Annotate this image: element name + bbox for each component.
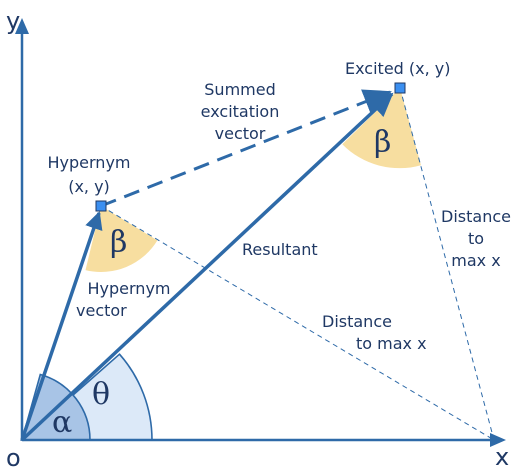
hypernym-point-marker	[95, 200, 107, 212]
origin-label: o	[6, 444, 21, 472]
summed-excitation-vector	[100, 89, 392, 208]
alpha-angle-label: α	[52, 405, 73, 440]
hypernym-distance-line1: Distance	[322, 312, 392, 331]
resultant-vector	[20, 92, 394, 442]
y-axis-label: y	[6, 7, 21, 35]
x-axis-arrowhead	[490, 433, 506, 447]
hypernym-point-label: Hypernym (x, y)	[41, 153, 137, 197]
summed-label-line3: vector	[214, 124, 266, 143]
hypernym-vector-label: Hypernym vector	[74, 278, 184, 322]
beta-wedge-excited	[342, 88, 421, 169]
beta-angle-label-hypernym: β	[110, 225, 128, 260]
hypernym-vector-label-line2: vector	[76, 301, 127, 320]
excited-distance-line1: Distance	[441, 207, 511, 226]
x-axis-label: x	[495, 443, 510, 471]
beta-wedge-hypernym	[85, 206, 158, 272]
hypernym-point-label-line1: Hypernym	[47, 153, 131, 172]
hypernym-distance-line2: to max x	[356, 334, 427, 353]
excited-distance-line2: to	[467, 229, 485, 248]
theta-angle-label: θ	[92, 377, 111, 412]
excited-point-marker	[394, 82, 406, 94]
excited-distance-line3: max x	[451, 251, 501, 270]
summed-label-line2: excitation	[200, 102, 280, 121]
hypernym-distance-label: Distance to max x	[322, 311, 427, 355]
hypernym-vector	[20, 211, 103, 441]
hypernym-distance-line	[100, 205, 495, 441]
excited-distance-label: Distance to max x	[436, 206, 516, 272]
excited-point-label: Excited (x, y)	[345, 59, 451, 78]
resultant-label: Resultant	[242, 240, 318, 259]
summed-excitation-label: Summed excitation vector	[185, 79, 295, 145]
excited-distance-line	[399, 87, 495, 441]
hypernym-vector-label-line1: Hypernym	[87, 279, 171, 298]
summed-label-line1: Summed	[204, 80, 276, 99]
hypernym-point-label-line2: (x, y)	[68, 177, 110, 196]
y-axis-arrowhead	[15, 18, 29, 34]
beta-angle-label-excited: β	[374, 125, 392, 160]
